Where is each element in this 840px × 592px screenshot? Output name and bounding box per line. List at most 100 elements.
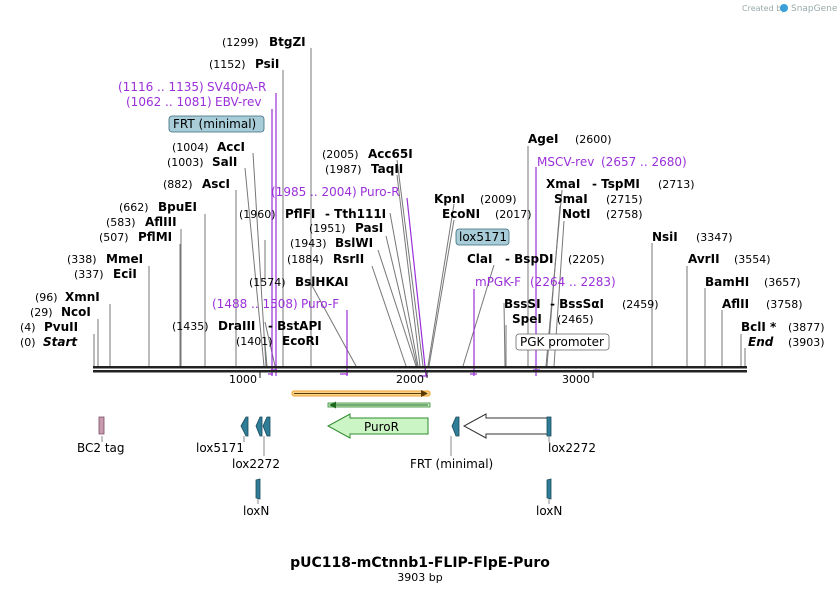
lox2272-icon bbox=[255, 416, 263, 437]
site-15-pos: (1987) bbox=[325, 163, 362, 176]
site-23-pos: (2009) bbox=[480, 193, 517, 206]
frt-minimal-icon bbox=[451, 416, 460, 437]
site-23-name: KpnI bbox=[434, 192, 465, 206]
orf-bars bbox=[291, 390, 431, 409]
site-21-name: DraIII bbox=[218, 319, 255, 333]
site-1-name: PsiI bbox=[255, 57, 279, 71]
site-22-name: EcoRI bbox=[282, 334, 319, 348]
site-25-pos: (2600) bbox=[575, 133, 612, 146]
snapgene-logo-icon bbox=[780, 4, 788, 12]
site-2-pos: (1004) bbox=[172, 141, 209, 154]
boxed-features: FRT (minimal) lox5171 PGK promoter bbox=[168, 115, 610, 351]
site-1-pos: (1152) bbox=[209, 58, 246, 71]
site-6-pos: (583) bbox=[106, 216, 136, 229]
lox2272-right-icon bbox=[546, 416, 552, 437]
primer-mpgk-f: mPGK-F bbox=[475, 275, 521, 289]
site-10-name: XmnI bbox=[65, 290, 100, 304]
site-0-pos: (1299) bbox=[222, 36, 259, 49]
feature-frt-minimal-box: FRT (minimal) bbox=[173, 117, 256, 131]
site-4-pos: (882) bbox=[163, 178, 193, 191]
site-24-pos: (2017) bbox=[495, 208, 532, 221]
primer-mpgk-f-range: (2264 .. 2283) bbox=[530, 275, 616, 289]
primer-sv40pa-r-range: (1116 .. 1135) bbox=[118, 80, 204, 94]
site-37-pos: (3903) bbox=[788, 336, 825, 349]
site-29-extra: - BspDI bbox=[505, 252, 553, 266]
primer-ebv-rev-range: (1062 .. 1081) bbox=[126, 95, 212, 109]
site-29-pos: (2205) bbox=[568, 253, 605, 266]
site-18-name: BslWI bbox=[335, 236, 373, 250]
ruler-tick-2000: 2000 bbox=[396, 373, 424, 386]
site-16-extra: - Tth111I bbox=[325, 207, 386, 221]
site-labels: (1299)BtgZI (1152)PsiI (1004)AccI (1003)… bbox=[20, 35, 825, 349]
primer-labels: (1116 .. 1135) SV40pA-R (1062 .. 1081) E… bbox=[118, 80, 687, 311]
site-9-pos: (337) bbox=[74, 268, 104, 281]
site-4-name: AscI bbox=[202, 177, 230, 191]
site-31-name: SpeI bbox=[512, 312, 542, 326]
site-26-pos: (2713) bbox=[658, 178, 695, 191]
site-2-name: AccI bbox=[217, 140, 245, 154]
site-27-name: SmaI bbox=[554, 192, 588, 206]
site-16-pos: (1960) bbox=[239, 208, 276, 221]
sequence-line bbox=[93, 366, 747, 373]
site-35-pos: (3758) bbox=[766, 298, 803, 311]
bc2-tag-icon bbox=[98, 416, 105, 435]
site-32-name: NsiI bbox=[652, 230, 678, 244]
site-30-name: BssSI bbox=[504, 297, 541, 311]
site-21-extra: - BstAPI bbox=[268, 319, 322, 333]
site-30-extra: - BssSαI bbox=[550, 297, 604, 311]
site-14-name: Acc65I bbox=[368, 147, 413, 161]
site-9-name: EciI bbox=[113, 267, 137, 281]
primer-mscv-rev-range: (2657 .. 2680) bbox=[601, 155, 687, 169]
lox-icon bbox=[262, 416, 271, 437]
site-13-pos: (0) bbox=[20, 336, 36, 349]
pgk-promoter-arrow bbox=[462, 413, 549, 439]
primer-puro-r: Puro-R bbox=[360, 185, 400, 199]
feature-pgk-promoter-box: PGK promoter bbox=[520, 335, 604, 349]
site-22-pos: (1401) bbox=[236, 335, 273, 348]
site-13-name: Start bbox=[43, 335, 78, 349]
feature-track bbox=[98, 413, 552, 504]
site-28-pos: (2758) bbox=[606, 208, 643, 221]
site-0-name: BtgZI bbox=[269, 35, 306, 49]
site-3-name: SalI bbox=[212, 155, 237, 169]
watermark-brand: SnapGene bbox=[791, 4, 838, 14]
site-16-name: PflFI bbox=[285, 207, 315, 221]
site-20-name: BslHKAI bbox=[295, 275, 349, 289]
feature-loxn: loxN bbox=[243, 504, 269, 518]
site-21-pos: (1435) bbox=[172, 320, 209, 333]
map-title: pUC118-mCtnnb1-FLIP-FlpE-Puro 3903 bp bbox=[290, 555, 550, 584]
site-34-pos: (3657) bbox=[764, 276, 801, 289]
site-11-pos: (29) bbox=[30, 306, 53, 319]
site-35-name: AflII bbox=[722, 297, 749, 311]
site-15-name: TaqII bbox=[371, 162, 403, 176]
site-33-name: AvrII bbox=[688, 252, 720, 266]
feature-loxn-right: loxN bbox=[536, 504, 562, 518]
site-32-pos: (3347) bbox=[696, 231, 733, 244]
site-11-name: NcoI bbox=[61, 305, 91, 319]
feature-lox5171-box: lox5171 bbox=[459, 230, 507, 244]
primer-puro-r-range: (1985 .. 2004) bbox=[271, 185, 357, 199]
site-6-name: AflIII bbox=[145, 215, 177, 229]
site-5-pos: (662) bbox=[119, 201, 149, 214]
ruler: 1000 2000 3000 bbox=[229, 372, 594, 386]
feature-bc2-tag: BC2 tag bbox=[77, 441, 125, 455]
site-8-pos: (338) bbox=[67, 253, 97, 266]
site-18-pos: (1943) bbox=[290, 237, 327, 250]
site-28-name: NotI bbox=[562, 207, 591, 221]
site-36-pos: (3877) bbox=[788, 321, 825, 334]
feature-lox2272: lox2272 bbox=[232, 457, 280, 471]
site-31-pos: (2465) bbox=[557, 313, 594, 326]
site-7-name: PflMI bbox=[138, 230, 172, 244]
snapgene-watermark: Created by SnapGene bbox=[742, 4, 838, 14]
site-29-name: ClaI bbox=[467, 252, 492, 266]
site-26-name: XmaI bbox=[546, 177, 580, 191]
site-10-pos: (96) bbox=[35, 291, 58, 304]
watermark-created-by: Created by bbox=[742, 4, 786, 13]
site-17-name: PasI bbox=[355, 221, 383, 235]
puror-arrow bbox=[326, 413, 429, 439]
plasmid-size: 3903 bp bbox=[397, 571, 442, 584]
primer-sv40pa-r: SV40pA-R bbox=[207, 80, 266, 94]
loxn-left-icon bbox=[255, 478, 261, 500]
feature-frt-minimal: FRT (minimal) bbox=[410, 457, 493, 471]
